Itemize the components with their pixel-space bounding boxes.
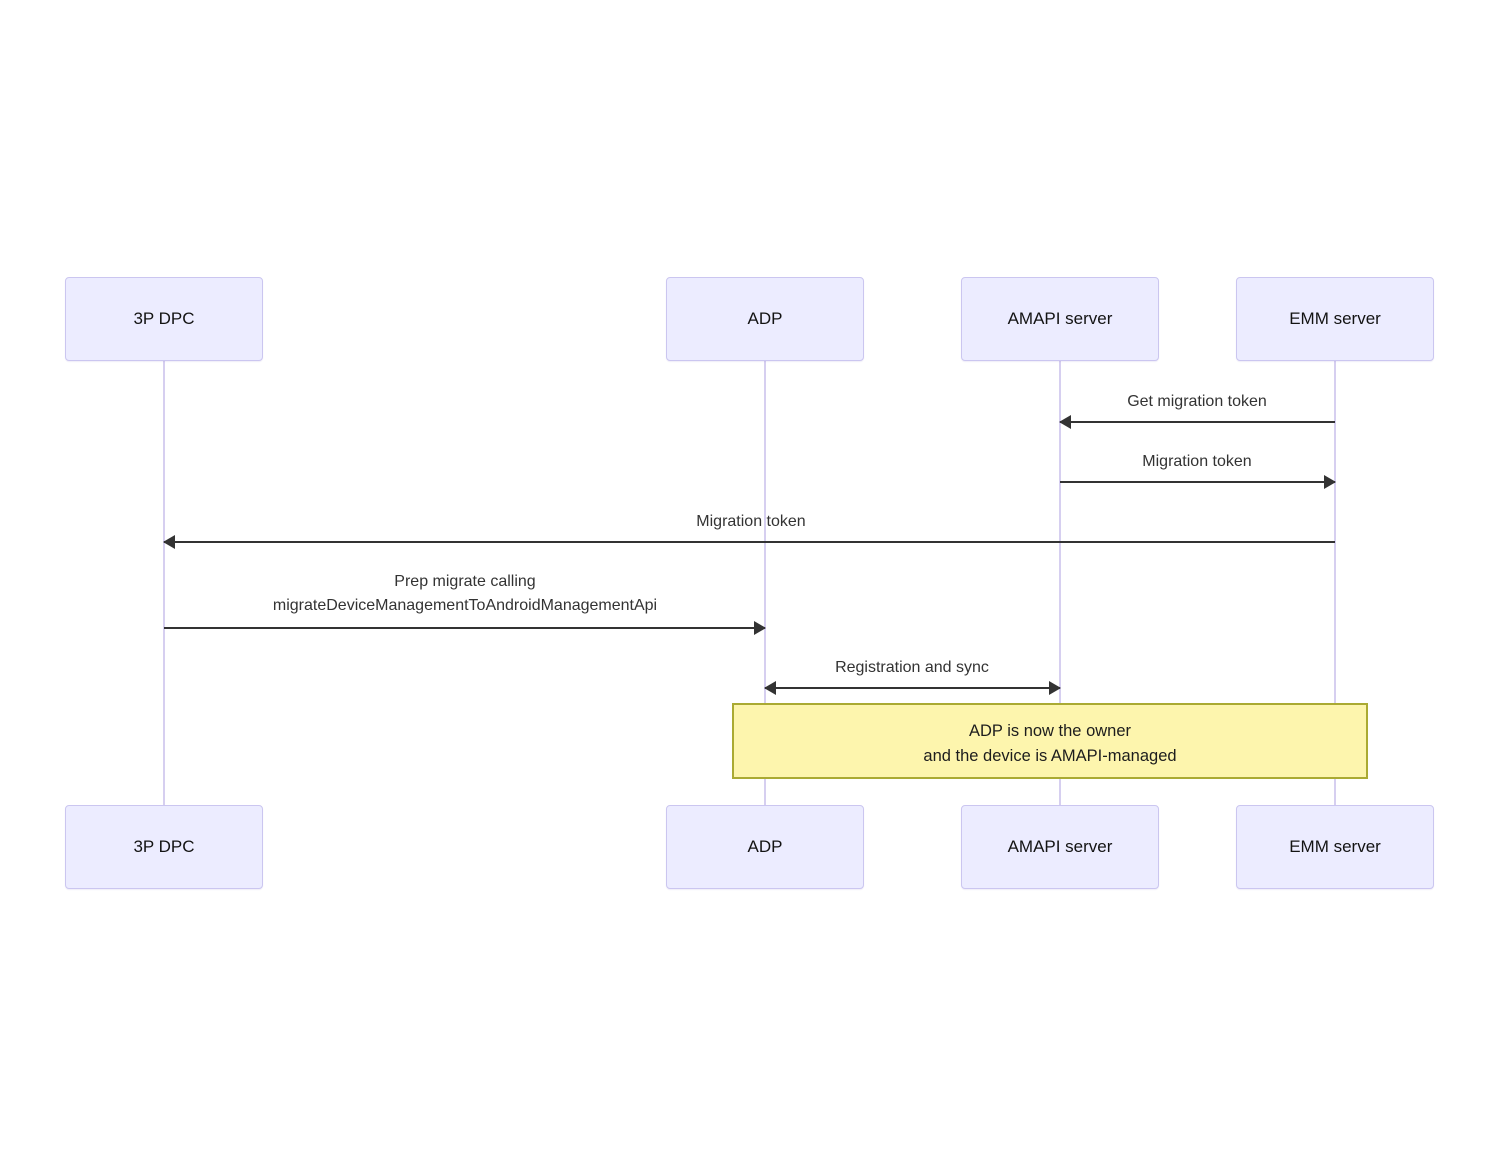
actor-emm-server-top: EMM server (1236, 277, 1434, 361)
note-adp-owner: ADP is now the owner and the device is A… (732, 703, 1368, 779)
actor-3p-dpc-bottom: 3P DPC (65, 805, 263, 889)
actor-emm-server-bottom: EMM server (1236, 805, 1434, 889)
actor-label: 3P DPC (133, 837, 195, 856)
actor-amapi-server-bottom: AMAPI server (961, 805, 1159, 889)
arrowhead-right-icon (1049, 681, 1061, 695)
message-prep-migrate-label-line1: Prep migrate calling (394, 573, 536, 590)
actor-amapi-server-top: AMAPI server (961, 277, 1159, 361)
lifeline-adp (764, 361, 766, 806)
message-migration-token-to-emm-label: Migration token (1142, 453, 1252, 470)
actor-label: 3P DPC (133, 309, 195, 328)
actor-label: AMAPI server (1007, 309, 1113, 328)
arrowhead-right-icon (754, 621, 766, 635)
actor-label: EMM server (1289, 837, 1381, 856)
actor-label: ADP (747, 309, 783, 328)
message-prep-migrate-label-line2: migrateDeviceManagementToAndroidManageme… (272, 597, 658, 614)
note-line1: ADP is now the owner (968, 722, 1132, 740)
note-line2: and the device is AMAPI-managed (923, 747, 1177, 765)
message-prep-migrate-arrow (164, 621, 766, 635)
message-migration-token-to-emm-arrow (1060, 475, 1336, 489)
message-registration-sync-arrow (764, 681, 1061, 695)
actor-label: ADP (747, 837, 783, 856)
message-migration-token-to-dpc-arrow (163, 535, 1335, 549)
lifeline-amapi-server (1059, 361, 1061, 806)
lifeline-3p-dpc (163, 361, 165, 806)
actor-3p-dpc-top: 3P DPC (65, 277, 263, 361)
actor-label: AMAPI server (1007, 837, 1113, 856)
arrowhead-left-icon (764, 681, 776, 695)
message-migration-token-to-dpc-label: Migration token (696, 513, 806, 530)
lifeline-emm-server (1334, 361, 1336, 806)
arrowhead-left-icon (1059, 415, 1071, 429)
actor-adp-top: ADP (666, 277, 864, 361)
message-get-migration-token-label: Get migration token (1127, 393, 1267, 410)
actor-adp-bottom: ADP (666, 805, 864, 889)
arrowhead-right-icon (1324, 475, 1336, 489)
actor-label: EMM server (1289, 309, 1381, 328)
message-get-migration-token-arrow (1059, 415, 1335, 429)
arrowhead-left-icon (163, 535, 175, 549)
message-registration-sync-label: Registration and sync (835, 659, 989, 676)
